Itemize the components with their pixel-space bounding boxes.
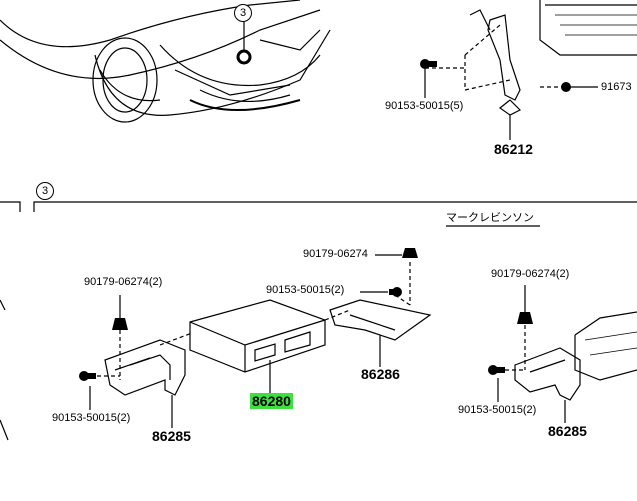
section-frame — [0, 201, 637, 227]
region-label: マークレビンソン — [446, 212, 534, 224]
label-91673[interactable]: 91673 — [601, 81, 632, 93]
label-90153-center[interactable]: 90153-50015(2) — [266, 284, 345, 296]
bracket-86286 — [329, 254, 432, 367]
label-86280[interactable]: 86280 — [250, 393, 293, 409]
label-86285-left[interactable]: 86285 — [152, 428, 191, 444]
label-90179-left[interactable]: 90179-06274(2) — [84, 276, 163, 288]
label-90179-right[interactable]: 90179-06274(2) — [491, 268, 570, 280]
label-90153-top[interactable]: 90153-50015(5) — [385, 100, 464, 112]
section-marker: 3 — [36, 182, 54, 200]
top-right-bracket — [424, 0, 637, 140]
left-bracket — [0, 295, 186, 441]
label-90179-center[interactable]: 90179-06274 — [303, 248, 368, 260]
label-86212[interactable]: 86212 — [494, 141, 533, 157]
fasteners — [79, 59, 571, 381]
label-86285-right[interactable]: 86285 — [548, 423, 587, 439]
label-90153-left[interactable]: 90153-50015(2) — [52, 412, 131, 424]
right-bracket — [497, 285, 637, 423]
car-illustration — [0, 0, 331, 123]
label-86286[interactable]: 86286 — [361, 366, 400, 382]
label-90153-right[interactable]: 90153-50015(2) — [458, 404, 537, 416]
ref-marker-top[interactable]: 3 — [234, 4, 252, 22]
label-86280-text[interactable]: 86280 — [250, 393, 293, 409]
module-86280 — [159, 299, 351, 395]
